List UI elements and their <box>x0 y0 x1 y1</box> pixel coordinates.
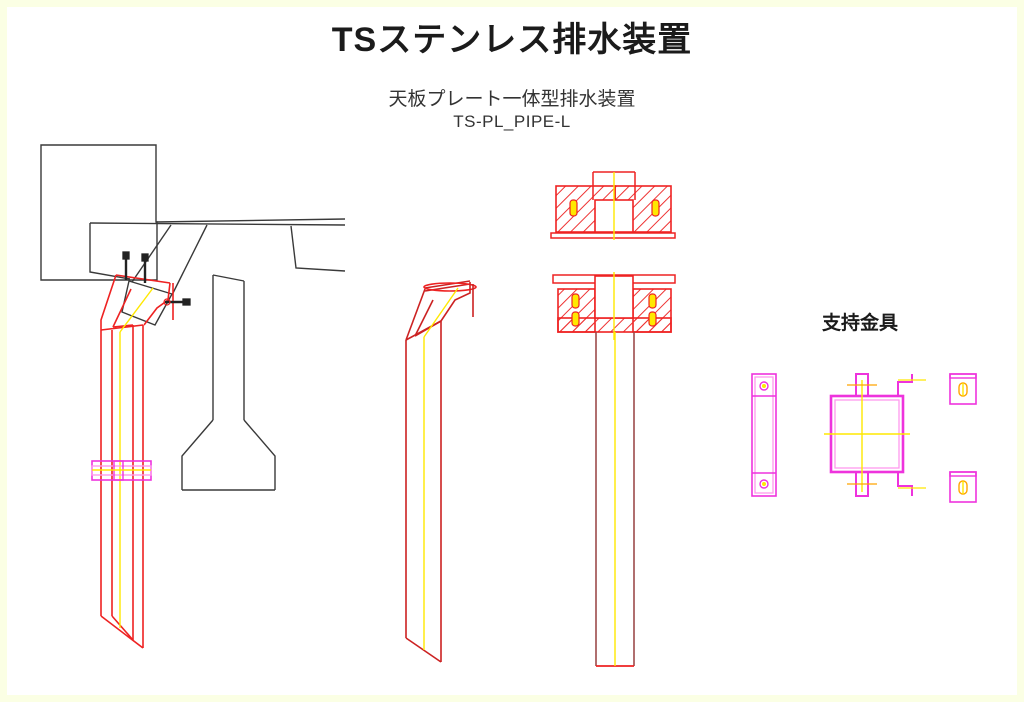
view-bracket-plate-bottom <box>949 471 977 503</box>
view-bracket-clamp <box>824 373 926 497</box>
bolt-vertical-1 <box>122 251 130 280</box>
view-plate-section-lower <box>552 272 676 340</box>
product-code-label: TS-PL_PIPE-L <box>453 112 571 131</box>
bolt-vertical-2 <box>141 253 149 283</box>
view-pipe-iso <box>405 280 477 663</box>
view-bracket-plate-top <box>949 373 977 405</box>
drain-pipe-red <box>100 274 174 649</box>
structure-outline <box>40 144 346 491</box>
pipe-centerline <box>119 287 154 628</box>
drawing-subtitle: 天板プレート一体型排水装置 <box>388 89 636 110</box>
page-title: TSステンレス排水装置 <box>331 21 693 59</box>
view-plate-section-upper <box>550 171 676 240</box>
bolt-assembly <box>122 251 191 306</box>
bracket-section-title: 支持金具 <box>821 313 898 334</box>
view-bracket-strip <box>751 373 777 497</box>
bolt-horizontal-1 <box>163 298 191 306</box>
view-pipe-elevation <box>595 332 635 667</box>
pipe-clamp <box>91 460 152 481</box>
view-assembly-section <box>40 144 346 649</box>
